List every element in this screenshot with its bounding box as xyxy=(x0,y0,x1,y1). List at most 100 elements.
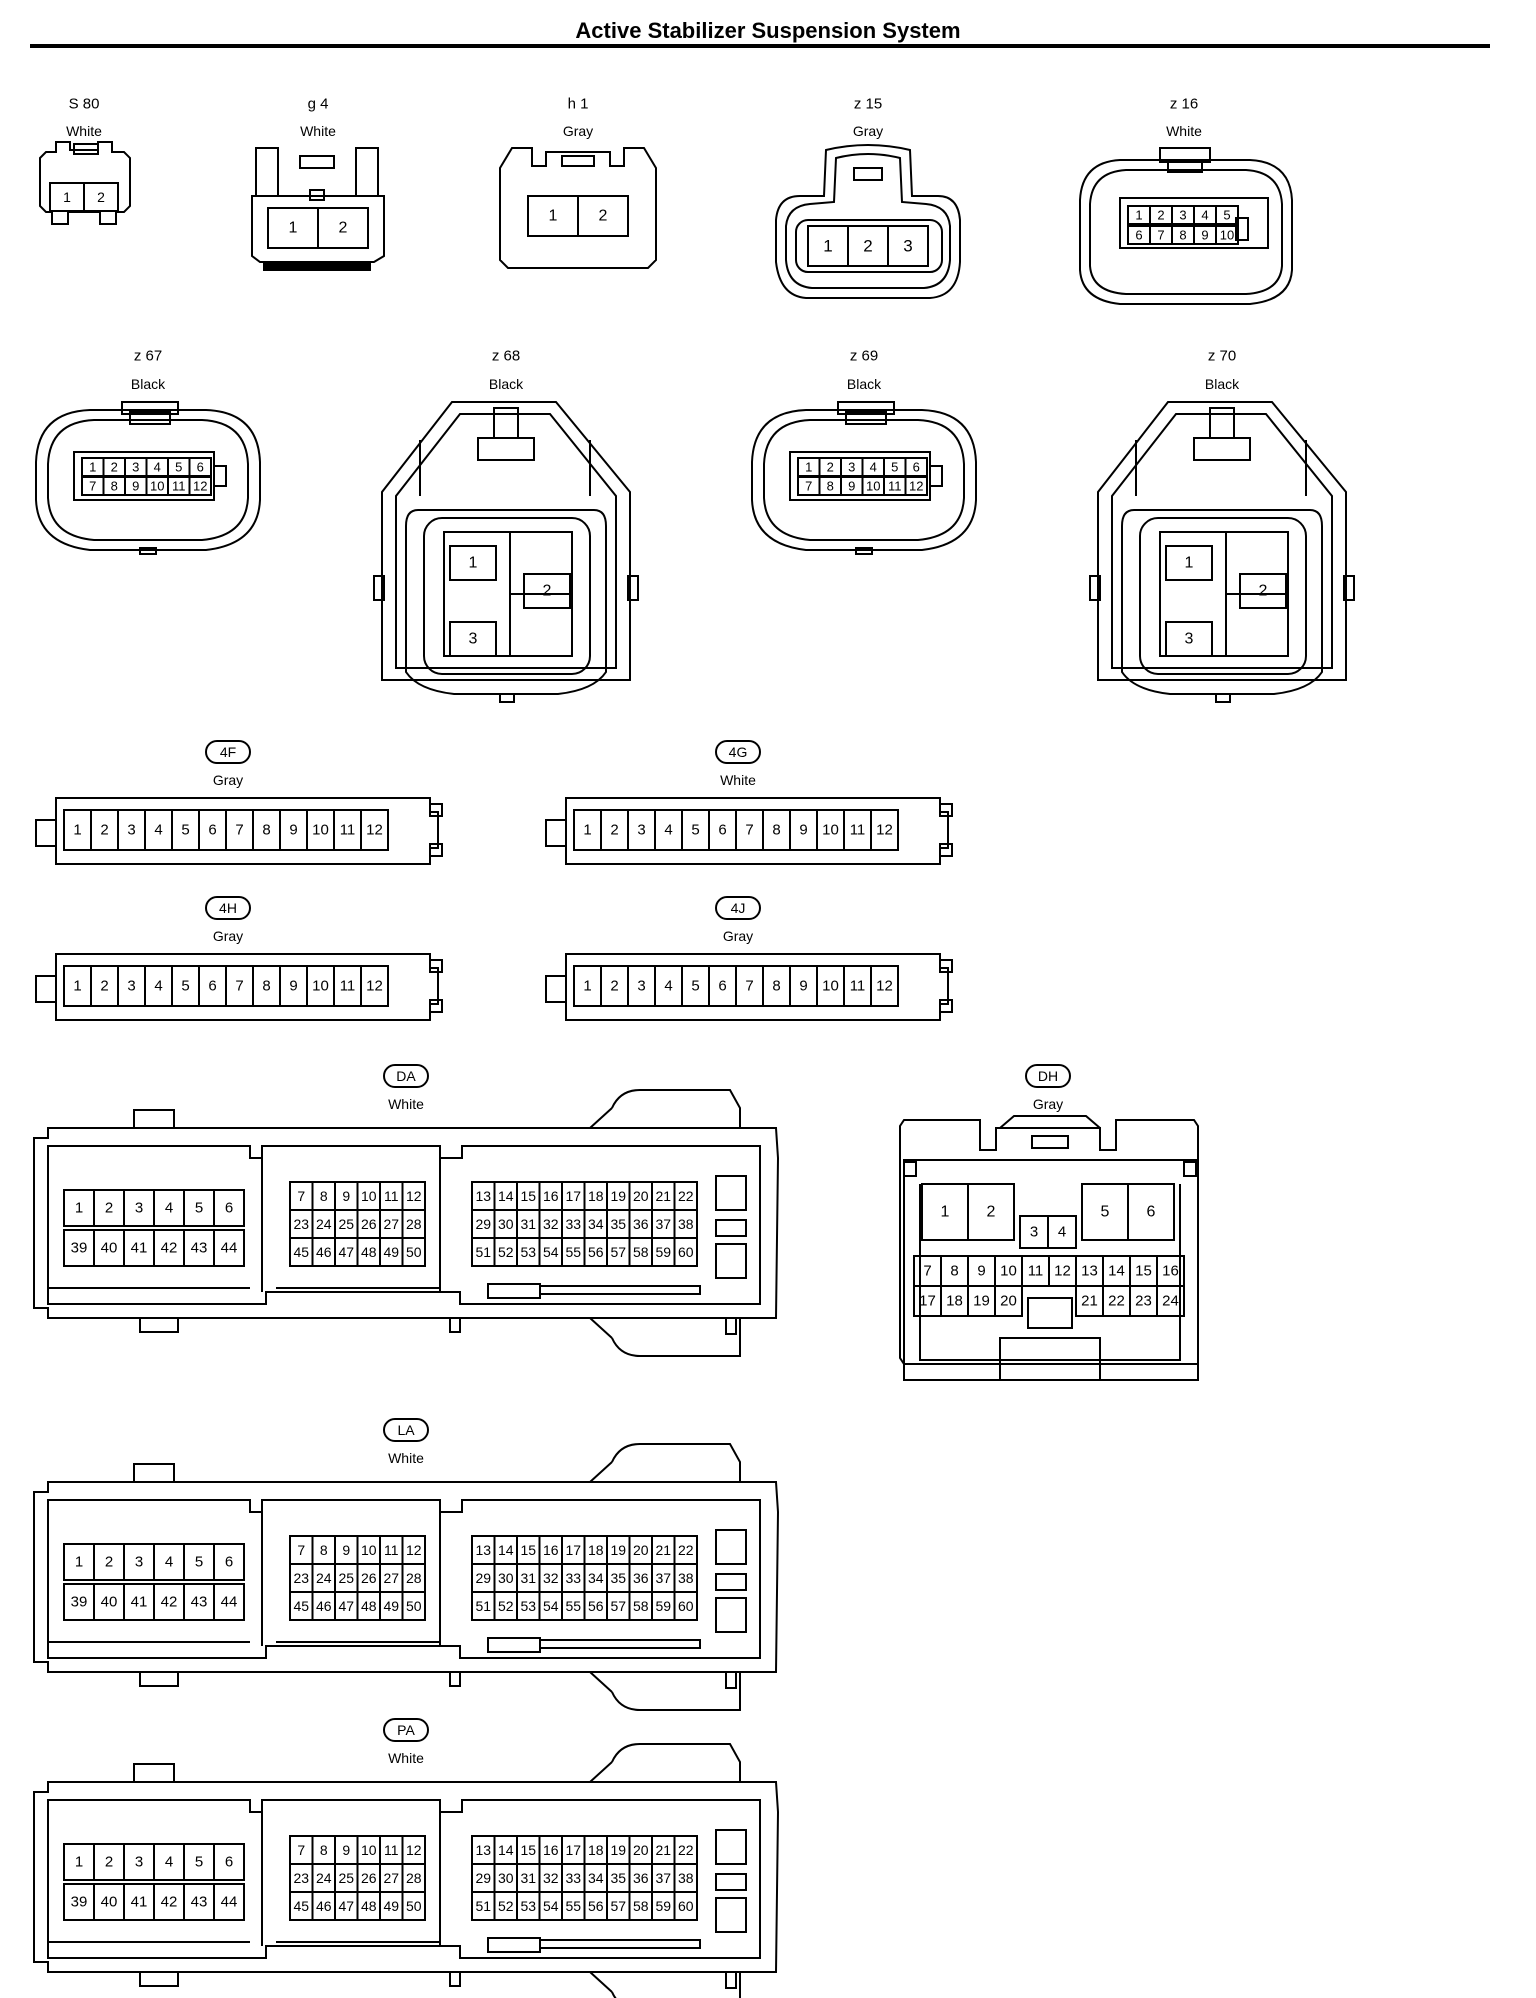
pin-54: 54 xyxy=(543,1598,559,1614)
pin-1: 1 xyxy=(583,822,591,839)
pin-21: 21 xyxy=(655,1188,671,1204)
pin-44: 44 xyxy=(221,1894,238,1911)
pin-25: 25 xyxy=(338,1570,354,1586)
pin-48: 48 xyxy=(361,1598,377,1614)
pin-7: 7 xyxy=(745,978,753,995)
pin-26: 26 xyxy=(361,1216,377,1232)
connector-code: z 70 xyxy=(1208,348,1236,365)
pin-24: 24 xyxy=(316,1216,332,1232)
pin-5: 5 xyxy=(195,1854,203,1871)
pin-28: 28 xyxy=(406,1570,422,1586)
pin-9: 9 xyxy=(342,1188,350,1204)
pin-31: 31 xyxy=(520,1216,536,1232)
pin-4: 4 xyxy=(664,978,672,995)
pin-5: 5 xyxy=(195,1554,203,1571)
pin-3: 3 xyxy=(1179,208,1186,223)
pin-6: 6 xyxy=(718,822,726,839)
pin-7: 7 xyxy=(297,1188,305,1204)
pin-2: 2 xyxy=(863,237,872,256)
pin-57: 57 xyxy=(610,1244,626,1260)
pin-24: 24 xyxy=(1162,1293,1179,1310)
pin-6: 6 xyxy=(1147,1204,1156,1221)
pin-3: 3 xyxy=(903,237,912,256)
connector-code: 4H xyxy=(219,900,237,916)
pin-37: 37 xyxy=(655,1570,671,1586)
pin-10: 10 xyxy=(866,479,880,494)
pin-12: 12 xyxy=(193,479,207,494)
pin-31: 31 xyxy=(520,1870,536,1886)
pin-22: 22 xyxy=(678,1542,694,1558)
connector-code: 4G xyxy=(729,744,748,760)
pin-12: 12 xyxy=(1054,1263,1071,1280)
pin-51: 51 xyxy=(475,1898,491,1914)
pin-2: 2 xyxy=(111,460,118,475)
pin-1: 1 xyxy=(823,237,832,256)
pin-4: 4 xyxy=(1201,208,1208,223)
connector-code: DH xyxy=(1038,1068,1058,1084)
connector-code: z 16 xyxy=(1170,96,1198,113)
pin-5: 5 xyxy=(181,822,189,839)
pin-39: 39 xyxy=(71,1894,88,1911)
pin-14: 14 xyxy=(1108,1263,1125,1280)
pin-12: 12 xyxy=(366,822,383,839)
pin-14: 14 xyxy=(498,1842,514,1858)
pin-47: 47 xyxy=(338,1598,354,1614)
pin-8: 8 xyxy=(772,822,780,839)
pin-6: 6 xyxy=(208,978,216,995)
connector-color: White xyxy=(388,1750,424,1766)
pin-11: 11 xyxy=(888,479,902,494)
pin-41: 41 xyxy=(131,1594,148,1611)
pin-4: 4 xyxy=(870,460,877,475)
connector-color: Black xyxy=(489,376,524,392)
pin-24: 24 xyxy=(316,1570,332,1586)
pin-6: 6 xyxy=(225,1200,233,1217)
pin-52: 52 xyxy=(498,1898,514,1914)
pin-15: 15 xyxy=(1135,1263,1152,1280)
pin-44: 44 xyxy=(221,1240,238,1257)
pin-60: 60 xyxy=(678,1598,694,1614)
pin-18: 18 xyxy=(588,1542,604,1558)
pin-26: 26 xyxy=(361,1870,377,1886)
pin-51: 51 xyxy=(475,1598,491,1614)
pin-35: 35 xyxy=(610,1216,626,1232)
pin-1: 1 xyxy=(583,978,591,995)
pin-8: 8 xyxy=(1179,228,1186,243)
pin-56: 56 xyxy=(588,1598,604,1614)
pin-37: 37 xyxy=(655,1216,671,1232)
pin-4: 4 xyxy=(1058,1224,1066,1241)
pin-56: 56 xyxy=(588,1244,604,1260)
pin-9: 9 xyxy=(132,479,139,494)
pin-34: 34 xyxy=(588,1570,604,1586)
pin-10: 10 xyxy=(150,479,164,494)
pin-39: 39 xyxy=(71,1240,88,1257)
pin-3: 3 xyxy=(469,631,478,648)
pin-6: 6 xyxy=(197,460,204,475)
connector-code: S 80 xyxy=(69,96,100,113)
pin-29: 29 xyxy=(475,1216,491,1232)
pin-7: 7 xyxy=(923,1263,931,1280)
pin-23: 23 xyxy=(293,1216,309,1232)
pin-6: 6 xyxy=(913,460,920,475)
pin-32: 32 xyxy=(543,1216,559,1232)
pin-59: 59 xyxy=(655,1598,671,1614)
pin-9: 9 xyxy=(289,822,297,839)
pin-14: 14 xyxy=(498,1188,514,1204)
pin-43: 43 xyxy=(191,1240,208,1257)
pin-10: 10 xyxy=(1220,228,1234,243)
pin-6: 6 xyxy=(718,978,726,995)
pin-5: 5 xyxy=(175,460,182,475)
pin-21: 21 xyxy=(655,1842,671,1858)
pin-12: 12 xyxy=(406,1842,422,1858)
pin-9: 9 xyxy=(977,1263,985,1280)
pin-4: 4 xyxy=(664,822,672,839)
pin-40: 40 xyxy=(101,1894,118,1911)
pin-60: 60 xyxy=(678,1898,694,1914)
pin-35: 35 xyxy=(610,1570,626,1586)
pin-16: 16 xyxy=(543,1842,559,1858)
pin-55: 55 xyxy=(565,1898,581,1914)
connector-color: Black xyxy=(131,376,166,392)
pin-41: 41 xyxy=(131,1894,148,1911)
pin-4: 4 xyxy=(154,822,162,839)
